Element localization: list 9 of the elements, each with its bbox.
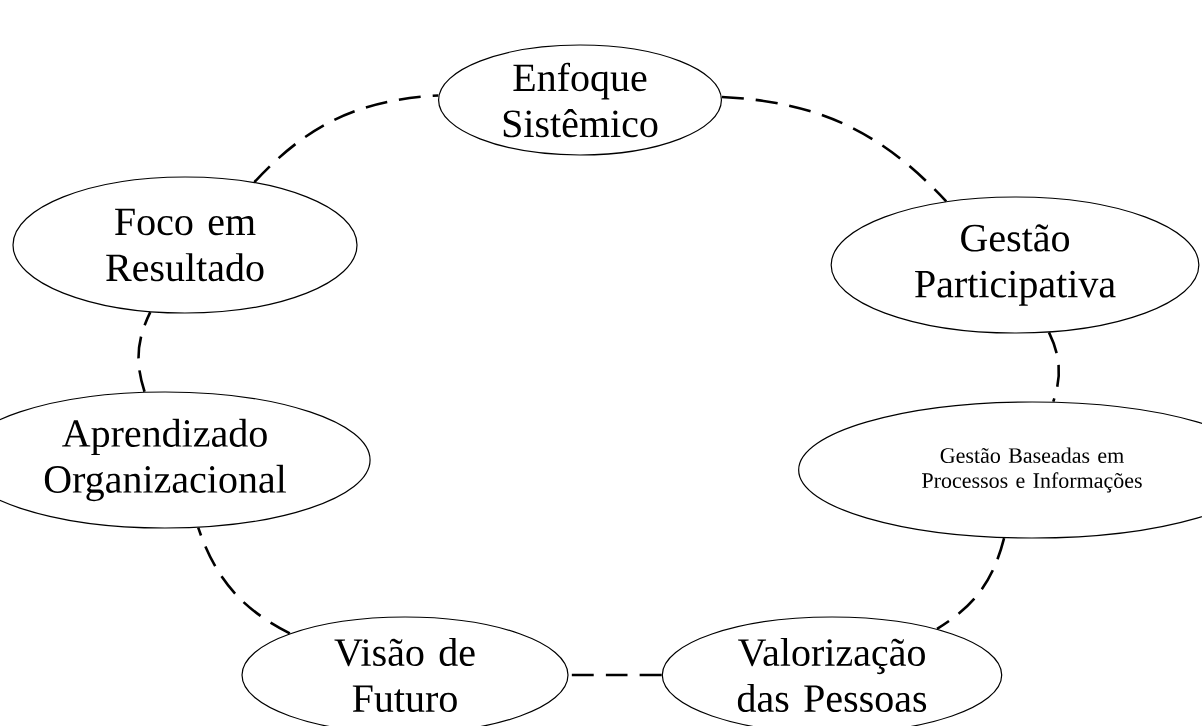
- dashed-connector: [1047, 331, 1061, 403]
- ellipse-node: Enfoque Sistêmico: [437, 44, 723, 156]
- dashed-connector: [137, 311, 152, 393]
- dashed-connector: [721, 95, 948, 203]
- dashed-connector: [253, 94, 439, 184]
- ellipse-node: Gestão Participativa: [830, 196, 1200, 334]
- dashed-connector: [197, 527, 291, 635]
- dashed-connector: [936, 537, 1006, 630]
- ellipse-node: Foco em Resultado: [12, 176, 358, 314]
